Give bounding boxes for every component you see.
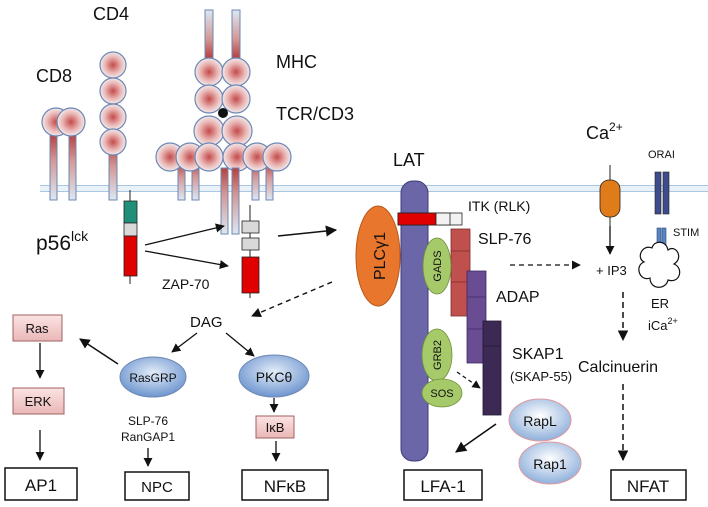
skap1-bars bbox=[482, 320, 502, 416]
zap70-kinase bbox=[241, 205, 260, 298]
p56-base: p56 bbox=[36, 232, 71, 255]
lfa1-box bbox=[403, 469, 483, 501]
rasgrp-label: RasGRP bbox=[129, 371, 176, 385]
arrow-rasgrp-to-ras bbox=[79, 338, 119, 365]
grb2-label: GRB2 bbox=[432, 340, 444, 370]
arrow-lck-to-zap-top bbox=[144, 223, 225, 246]
arrow-plc-to-dag bbox=[251, 281, 333, 318]
skap1-label: SKAP1 bbox=[512, 346, 564, 363]
lfa1-label: LFA-1 bbox=[420, 477, 465, 496]
npc-box bbox=[124, 471, 190, 501]
itk-kinase bbox=[397, 212, 463, 226]
erk-label: ERK bbox=[25, 394, 52, 409]
rasgrp-oval bbox=[119, 356, 187, 398]
mhc-label: MHC bbox=[276, 52, 317, 72]
rap1-label: Rap1 bbox=[533, 456, 567, 472]
lat-adapter bbox=[400, 180, 429, 462]
rapl-label: RapL bbox=[523, 413, 557, 429]
p56-superscript: lck bbox=[71, 228, 89, 244]
nfkb-label: NFκB bbox=[264, 477, 307, 496]
pkc-theta-oval bbox=[238, 354, 310, 398]
adap-bars bbox=[466, 270, 487, 364]
arrow-lck-to-zap-bottom bbox=[144, 250, 229, 270]
ikb-label: IκB bbox=[266, 420, 285, 435]
cell-membrane bbox=[40, 185, 708, 192]
cd8-label: CD8 bbox=[36, 66, 72, 86]
ap1-box bbox=[4, 467, 78, 501]
sos-oval bbox=[421, 378, 463, 408]
arrow-rapl-to-lfa1 bbox=[455, 423, 497, 453]
calcium-channel bbox=[599, 165, 621, 226]
sos-label: SOS bbox=[430, 388, 453, 400]
orai-channel bbox=[654, 171, 670, 215]
orai-label: ORAI bbox=[648, 149, 675, 161]
ica-superscript: 2+ bbox=[668, 316, 678, 326]
ip3-label: + IP3 bbox=[596, 263, 627, 278]
pkc-theta-label: PKCθ bbox=[256, 369, 293, 385]
rap1-oval bbox=[518, 441, 582, 485]
gads-label: GADS bbox=[432, 250, 444, 281]
mhc-complex bbox=[194, 9, 251, 118]
slp76-label: SLP-76 bbox=[478, 231, 531, 248]
ikb-box bbox=[255, 415, 295, 439]
er-label: ER bbox=[651, 296, 669, 311]
gads-oval bbox=[422, 237, 452, 295]
nfkb-box bbox=[241, 469, 329, 501]
nfat-label: NFAT bbox=[627, 477, 669, 496]
arrow-zap-to-lat bbox=[277, 225, 338, 237]
ca-superscript: 2+ bbox=[609, 120, 623, 134]
lat-label: LAT bbox=[393, 150, 425, 170]
arrow-dag-to-rasgrp bbox=[171, 332, 198, 353]
rapl-oval bbox=[508, 398, 572, 442]
ap1-label: AP1 bbox=[25, 476, 57, 495]
ras-label: Ras bbox=[25, 321, 49, 336]
arrow-grb2-to-skap bbox=[456, 371, 481, 389]
skap55-label: (SKAP-55) bbox=[510, 369, 572, 384]
tcr-cd3-complex bbox=[155, 115, 292, 235]
calcineurin-label: Calcinuerin bbox=[578, 359, 658, 376]
ca-base: Ca bbox=[586, 123, 610, 143]
slp76-rangap-line1: SLP-76 bbox=[128, 414, 168, 428]
itk-label: ITK (RLK) bbox=[468, 198, 530, 214]
dag-label: DAG bbox=[190, 314, 223, 331]
p56-lck-kinase bbox=[123, 190, 138, 284]
er-cloud bbox=[638, 241, 681, 288]
adap-label: ADAP bbox=[496, 289, 540, 306]
erk-box bbox=[12, 387, 65, 415]
cd4-label: CD4 bbox=[93, 4, 129, 24]
tcr-cd3-label: TCR/CD3 bbox=[276, 104, 354, 124]
ras-box bbox=[12, 314, 63, 342]
zap70-label: ZAP-70 bbox=[162, 276, 210, 292]
slp76-rangap-line2: RanGAP1 bbox=[121, 430, 175, 444]
cd4-receptor bbox=[99, 51, 127, 201]
plc-gamma1-label: PLCγ1 bbox=[372, 232, 389, 280]
ica-label: iCa2+ bbox=[648, 316, 678, 333]
cd8-receptor bbox=[41, 107, 86, 201]
ica-base: iCa bbox=[648, 318, 668, 333]
stim-label: STIM bbox=[673, 227, 699, 239]
ca-label: Ca2+ bbox=[586, 120, 623, 143]
p56-lck-label: p56lck bbox=[36, 228, 89, 255]
npc-label: NPC bbox=[141, 479, 173, 496]
plc-gamma1-oval bbox=[355, 205, 401, 307]
nfat-box bbox=[610, 469, 687, 501]
arrow-dag-to-pkc bbox=[225, 332, 255, 357]
